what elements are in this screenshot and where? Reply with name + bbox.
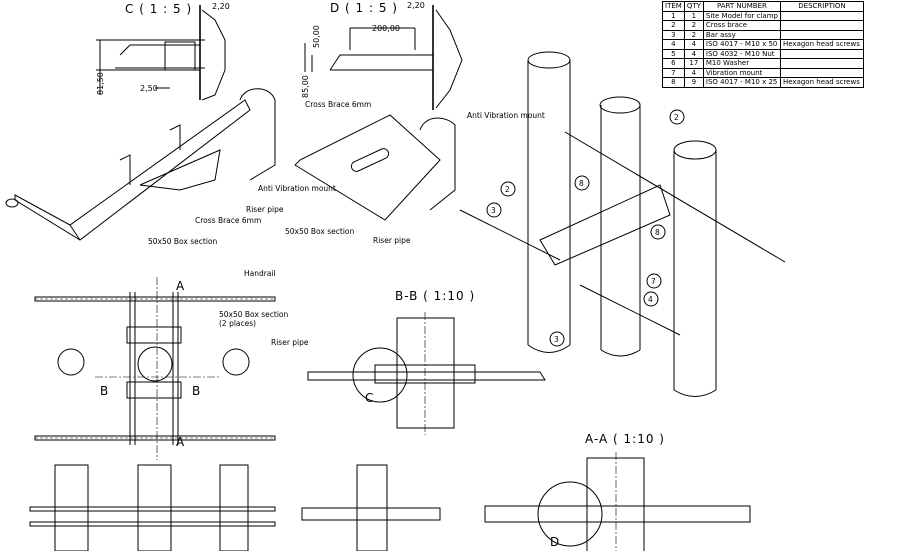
cell: 4 xyxy=(683,48,704,59)
section-bb-title: B-B ( 1:10 ) xyxy=(395,289,475,303)
label-cross-brace: Cross Brace 6mm xyxy=(195,216,261,225)
balloon-label: 3 xyxy=(491,206,496,215)
assembly-view: 2 3 8 2 8 7 4 3 xyxy=(459,51,786,397)
cell: 1 xyxy=(683,10,704,21)
balloon-label: 3 xyxy=(554,335,559,344)
balloon-label: 2 xyxy=(505,185,510,194)
label-riser-pipe-plan: Riser pipe xyxy=(271,338,309,347)
label-2-places: (2 places) xyxy=(219,319,256,328)
dim-85: 85,00 xyxy=(301,75,310,98)
iso-left-view: Anti Vibration mount Riser pipe Cross Br… xyxy=(5,88,336,246)
detail-c-title: C ( 1 : 5 ) xyxy=(125,2,192,16)
cell xyxy=(779,67,864,78)
section-mark-b-left: B xyxy=(100,384,109,398)
cell: Site Model for clamp xyxy=(702,10,781,21)
cell: Vibration mount xyxy=(702,67,781,78)
cell: Hexagon head screws xyxy=(779,39,864,50)
section-mark-a-top: A xyxy=(176,279,185,293)
label-riser-pipe: Riser pipe xyxy=(246,205,284,214)
balloon-label: 4 xyxy=(648,295,653,304)
detail-d-title: D ( 1 : 5 ) xyxy=(330,1,398,15)
cell: 17 xyxy=(683,58,704,69)
cell: 3 xyxy=(662,29,685,40)
cell: 8 xyxy=(662,77,685,88)
dim-2-20-c: 2,20 xyxy=(212,2,230,11)
section-bb-view: B-B ( 1:10 ) C xyxy=(307,289,546,435)
cell: Cross brace xyxy=(702,20,781,31)
label-box-section-mid: 50x50 Box section xyxy=(285,227,354,236)
plan-view: Handrail 50x50 Box section (2 places) Ri… xyxy=(34,269,309,460)
cell: 7 xyxy=(662,67,685,78)
detail-d-view: D ( 1 : 5 ) 200,00 50,00 85,00 2,20 xyxy=(301,1,463,110)
label-handrail: Handrail xyxy=(244,269,276,278)
cell: ISO 4017 - M10 x 50 xyxy=(702,39,781,50)
elevation-views xyxy=(29,464,441,551)
label-cross-brace-mid: Cross Brace 6mm xyxy=(305,100,371,109)
label-anti-vibration-mid: Anti Vibration mount xyxy=(467,111,545,120)
label-box-section: 50x50 Box section xyxy=(148,237,217,246)
cell xyxy=(779,58,864,69)
label-riser-pipe-mid: Riser pipe xyxy=(373,236,411,245)
dim-81-50: 81,50 xyxy=(96,72,105,95)
header-description: DESCRIPTION xyxy=(779,1,864,12)
cell xyxy=(779,29,864,40)
iso-mid-view: Cross Brace 6mm Anti Vibration mount 50x… xyxy=(285,100,545,245)
cell: Hexagon head screws xyxy=(779,77,864,88)
cell: 6 xyxy=(662,58,685,69)
balloon-label: 7 xyxy=(651,277,656,286)
cell: 9 xyxy=(683,77,704,88)
cell: 4 xyxy=(683,39,704,50)
header-part-number: PART NUMBER xyxy=(702,1,781,12)
balloon-label: 8 xyxy=(579,179,584,188)
detail-mark-c: C xyxy=(365,391,374,405)
balloon-label: 2 xyxy=(674,113,679,122)
cell: M10 Washer xyxy=(702,58,781,69)
dim-2-20-d: 2,20 xyxy=(407,1,425,10)
label-box-section-plan: 50x50 Box section xyxy=(219,310,288,319)
section-mark-a-bottom: A xyxy=(176,435,185,449)
section-aa-title: A-A ( 1:10 ) xyxy=(585,432,665,446)
cell: ISO 4017 - M10 x 25 xyxy=(702,77,781,88)
dim-200: 200,00 xyxy=(372,24,400,33)
label-anti-vibration-mount: Anti Vibration mount xyxy=(258,184,336,193)
cell xyxy=(779,10,864,21)
cell: ISO 4032 - M10 Nut xyxy=(702,48,781,59)
cell: 2 xyxy=(662,20,685,31)
section-aa-view: A-A ( 1:10 ) D xyxy=(484,432,751,551)
detail-mark-d: D xyxy=(550,535,560,549)
header-qty: QTY xyxy=(683,1,704,12)
cell: Bar assy xyxy=(702,29,781,40)
balloons: 2 3 8 2 8 7 4 3 xyxy=(486,109,685,347)
cell: 5 xyxy=(662,48,685,59)
dim-50: 50,00 xyxy=(312,25,321,48)
cell: 1 xyxy=(662,10,685,21)
cell: 2 xyxy=(683,20,704,31)
cell xyxy=(779,20,864,31)
cell: 2 xyxy=(683,29,704,40)
balloon-label: 8 xyxy=(655,228,660,237)
dim-2-50: 2,50 xyxy=(140,84,158,93)
cell xyxy=(779,48,864,59)
cell: 4 xyxy=(662,39,685,50)
section-mark-b-right: B xyxy=(192,384,201,398)
detail-c-view: C ( 1 : 5 ) 81,50 2,20 2,50 xyxy=(96,2,230,101)
cell: 4 xyxy=(683,67,704,78)
header-item: ITEM xyxy=(662,1,685,12)
